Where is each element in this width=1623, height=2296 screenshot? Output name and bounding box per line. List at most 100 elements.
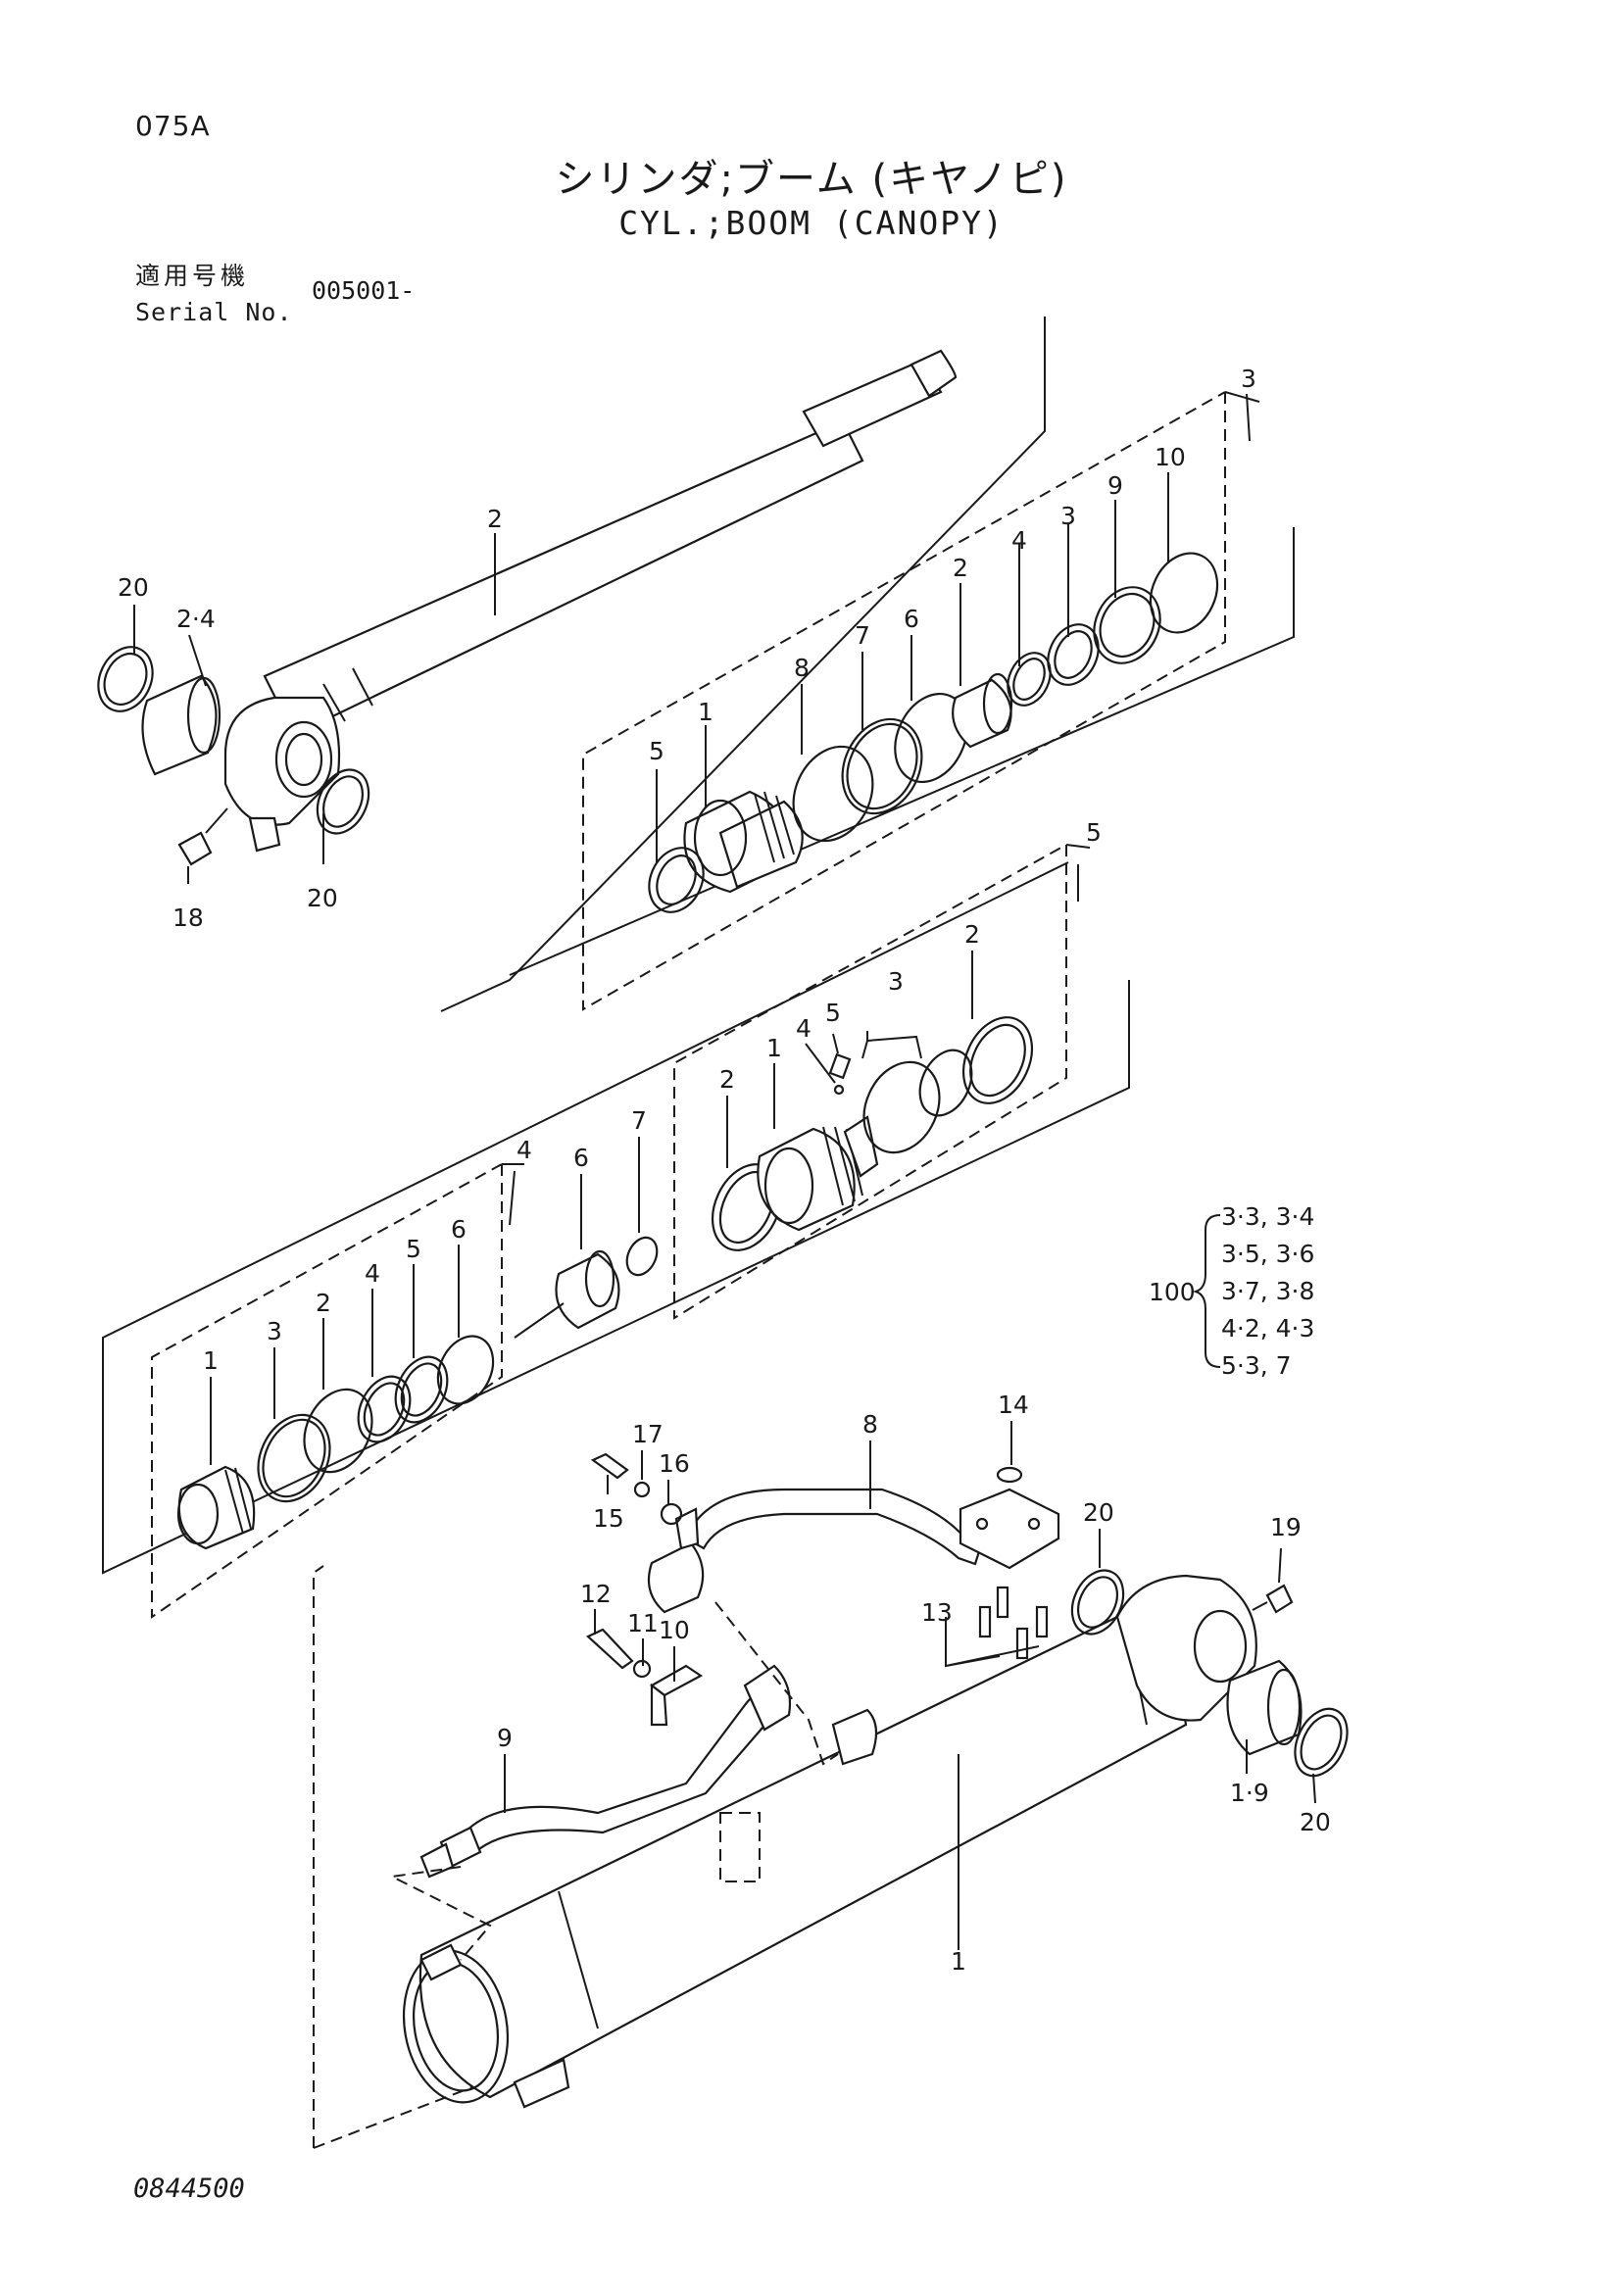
tube-grease-nipple — [1265, 1584, 1294, 1614]
callout-g4-6: 6 — [451, 1215, 467, 1244]
hidden-block — [719, 1812, 761, 1882]
cushion-group: 4 1 3 2 4 5 6 — [151, 1136, 565, 1619]
head-seal-9 — [1093, 586, 1161, 664]
callout-grease-nipple: 18 — [172, 904, 204, 932]
tube-dashed-frame — [313, 1565, 324, 2148]
callout-tube-20a: 20 — [1083, 1498, 1114, 1527]
callout-rod-bushing: 2·4 — [176, 605, 216, 633]
callout-g3-8: 8 — [794, 654, 810, 682]
rod-dust-seal-right — [316, 768, 370, 835]
group3-dashed-frame — [582, 391, 1226, 1011]
callout-tube-20b: 20 — [1300, 1808, 1331, 1836]
callout-washer-17: 17 — [632, 1420, 664, 1448]
callout-g4-2: 2 — [316, 1289, 331, 1317]
callout-tube-19: 1·9 — [1230, 1779, 1269, 1807]
rod-eye — [223, 696, 341, 853]
callout-g3-3: 3 — [1060, 502, 1076, 530]
group5-dashed-frame — [673, 844, 1067, 1320]
group5-solid-frame — [102, 861, 1130, 1575]
callout-g4-5: 5 — [406, 1235, 421, 1263]
callout-bolt-15: 15 — [593, 1504, 624, 1533]
callout-g4-1: 1 — [203, 1346, 219, 1375]
tube-dust-seal-right — [1294, 1707, 1349, 1778]
callout-g5-4: 4 — [796, 1014, 812, 1043]
page-code: 075A — [135, 110, 211, 142]
piston-group: 5 2 1 4 5 3 2 — [102, 818, 1130, 1575]
rod-bushing — [141, 674, 221, 776]
callout-g3-2: 2 — [953, 554, 968, 582]
tube-dust-seal-left — [1070, 1569, 1125, 1636]
callout-washer-16: 16 — [659, 1449, 690, 1478]
bolt-15 — [590, 1452, 629, 1480]
callout-oring-14: 14 — [998, 1391, 1029, 1419]
set-screw-5 — [828, 1052, 852, 1080]
callout-g5-2b: 2 — [964, 920, 980, 949]
callout-g3-6: 6 — [904, 605, 919, 633]
cylinder-head — [683, 790, 804, 894]
callout-g3-10: 10 — [1155, 443, 1186, 471]
head-bushing-2 — [952, 672, 1013, 749]
kit-100-line-1: 3·3, 3·4 — [1221, 1202, 1314, 1231]
callout-g3-5: 5 — [649, 737, 664, 765]
callout-loose-7: 7 — [631, 1106, 647, 1135]
callout-tube-1: 1 — [951, 1947, 966, 1976]
serial-label-japanese: 適用号機 — [135, 262, 250, 290]
callout-group-4: 4 — [516, 1136, 532, 1164]
callout-bolt-12: 12 — [580, 1580, 612, 1608]
head-oring-6 — [894, 692, 968, 784]
tube-eye — [1115, 1574, 1257, 1722]
callout-g3-4: 4 — [1011, 526, 1027, 555]
head-ring-3 — [1047, 623, 1100, 686]
oring-14 — [996, 1466, 1023, 1484]
piston-seal-3a — [862, 1060, 941, 1154]
head-ring-10 — [1149, 552, 1219, 634]
kit-100-line-2: 3·5, 3·6 — [1221, 1240, 1314, 1268]
callout-g3-7: 7 — [855, 621, 870, 650]
clamp-10 — [650, 1664, 704, 1727]
washer-17 — [633, 1481, 651, 1498]
rod-frame-line — [440, 317, 1046, 1012]
pipe-8 — [684, 1488, 982, 1566]
cushion-plunger-1 — [176, 1465, 256, 1550]
cushion-ring-4 — [357, 1375, 412, 1443]
steel-ball-4 — [833, 1084, 845, 1096]
callout-group-3: 3 — [1241, 365, 1256, 393]
rod-dust-seal-left — [97, 646, 154, 712]
callout-bolts-13: 13 — [921, 1598, 953, 1627]
rod-dust-seal-right-inner — [321, 775, 365, 828]
rod-group: 2 20 2·4 18 20 — [97, 317, 1046, 1012]
cushion-ring-2 — [303, 1388, 373, 1474]
piston-ring-2b — [961, 1016, 1034, 1104]
group3-solid-frame — [509, 527, 1295, 976]
tube-group: 1 1·9 20 20 19 8 9 10 11 12 13 14 15 16 … — [313, 1391, 1349, 2149]
title-english: CYL.;BOOM (CANOPY) — [618, 204, 1005, 242]
group4-dashed-frame — [151, 1163, 503, 1619]
port-fitting — [419, 1943, 463, 1981]
callout-g5-3: 3 — [888, 967, 904, 996]
cylinder-head-group: 3 — [509, 365, 1295, 1011]
head-ring-4 — [1007, 652, 1052, 707]
callout-pipe-8: 8 — [862, 1410, 878, 1439]
kit-100-label: 100 — [1149, 1278, 1196, 1306]
callout-rod-seal-20b: 20 — [307, 884, 338, 912]
piston-rod — [263, 349, 958, 737]
callout-g4-4: 4 — [365, 1259, 380, 1288]
callout-rod: 2 — [487, 505, 503, 533]
callout-g3-9: 9 — [1107, 471, 1123, 500]
rod-dust-seal-left-inner — [103, 653, 148, 706]
callout-rod-seal-20: 20 — [118, 573, 149, 602]
kit-100-line-3: 3·7, 3·8 — [1221, 1277, 1314, 1305]
kit-100-line-5: 5·3, 7 — [1221, 1351, 1292, 1380]
drawing-number: 0844500 — [133, 2174, 245, 2204]
callout-pipe-9: 9 — [497, 1724, 513, 1752]
head-wiper-ring — [648, 847, 705, 913]
callout-g3-1: 1 — [698, 698, 713, 726]
grease-nipple — [177, 831, 213, 866]
piston-seal-3b — [918, 1049, 973, 1117]
callout-washer-11: 11 — [627, 1609, 659, 1637]
bolts-13 — [978, 1586, 1049, 1660]
callout-tube-grease-19: 19 — [1270, 1513, 1302, 1541]
bolt-12 — [586, 1628, 634, 1670]
seal-kit-100: 100 3·3, 3·4 3·5, 3·6 3·7, 3·8 4·2, 4·3 … — [1149, 1202, 1314, 1380]
